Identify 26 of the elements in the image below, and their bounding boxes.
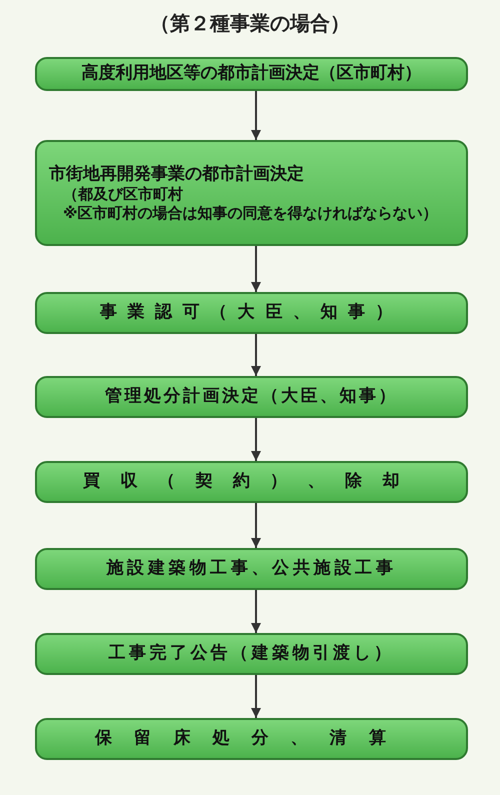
title: （第２種事業の場合） xyxy=(149,10,351,37)
process-box xyxy=(35,548,468,590)
arrow xyxy=(251,675,261,718)
step-label: 保留床処分、清算 xyxy=(94,728,409,750)
step-note: ※区市町村の場合は知事の同意を得なければならない） xyxy=(62,204,439,222)
arrow xyxy=(251,334,261,376)
process-box xyxy=(35,718,468,760)
arrow xyxy=(251,91,261,140)
step-label: 工事完了公告（建築物引渡し） xyxy=(108,643,396,665)
arrow xyxy=(251,246,261,292)
arrow xyxy=(251,418,261,461)
process-box xyxy=(35,633,468,675)
process-box xyxy=(35,57,468,91)
step-label: 事業認可（大臣、知事） xyxy=(99,302,404,324)
process-box xyxy=(35,140,468,246)
step-label: 市街地再開発事業の都市計画決定 xyxy=(49,164,305,185)
step-label: 高度利用地区等の都市計画決定（区市町村） xyxy=(80,63,422,85)
step-note: （都及び区市町村 xyxy=(62,184,184,204)
process-box xyxy=(35,461,468,503)
arrow xyxy=(251,503,261,548)
process-box xyxy=(35,292,468,334)
arrow xyxy=(251,590,261,633)
step-label: 買収（契約）、除却 xyxy=(82,471,421,493)
step-label: 施設建築物工事、公共施設工事 xyxy=(105,558,398,580)
step-label: 管理処分計画決定（大臣、知事） xyxy=(104,386,400,408)
process-box xyxy=(35,376,468,418)
